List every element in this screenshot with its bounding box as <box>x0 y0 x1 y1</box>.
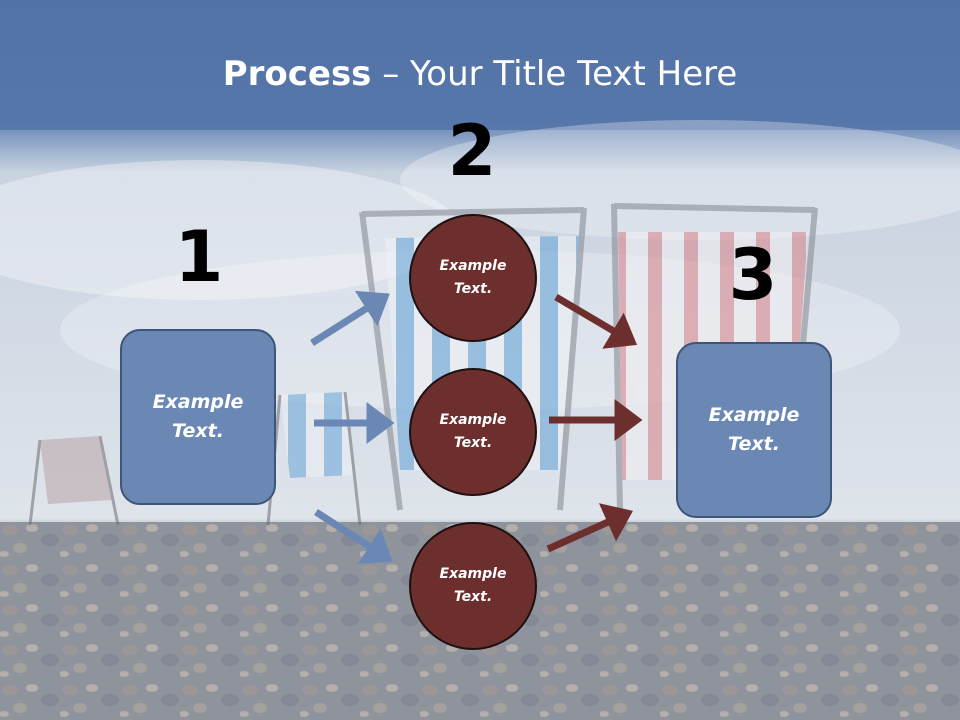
circle-top-text: Example Text. <box>439 258 507 297</box>
step-3-box[interactable]: Example Text. <box>676 342 832 518</box>
arrow-left-to-bottom <box>314 509 393 564</box>
step-2-circle-middle[interactable]: Example Text. <box>409 368 537 496</box>
arrow-left-to-top <box>310 290 390 346</box>
step-1-box[interactable]: Example Text. <box>120 329 276 505</box>
title-rest: – Your Title Text Here <box>371 54 738 94</box>
step-1-box-text: Example Text. <box>152 391 244 442</box>
circle-middle-text: Example Text. <box>439 412 507 451</box>
arrow-top-to-right <box>554 293 638 349</box>
step-number-3: 3 <box>728 234 778 316</box>
arrow-bottom-to-right <box>546 503 633 553</box>
title-bold: Process <box>222 54 372 94</box>
circle-bottom-text: Example Text. <box>439 566 507 605</box>
step-3-box-text: Example Text. <box>708 404 800 455</box>
step-2-circle-top[interactable]: Example Text. <box>409 214 537 342</box>
slide-title: Process – Your Title Text Here <box>0 52 960 96</box>
step-number-2: 2 <box>447 110 497 192</box>
step-number-1: 1 <box>174 216 224 298</box>
step-2-circle-bottom[interactable]: Example Text. <box>409 522 537 650</box>
